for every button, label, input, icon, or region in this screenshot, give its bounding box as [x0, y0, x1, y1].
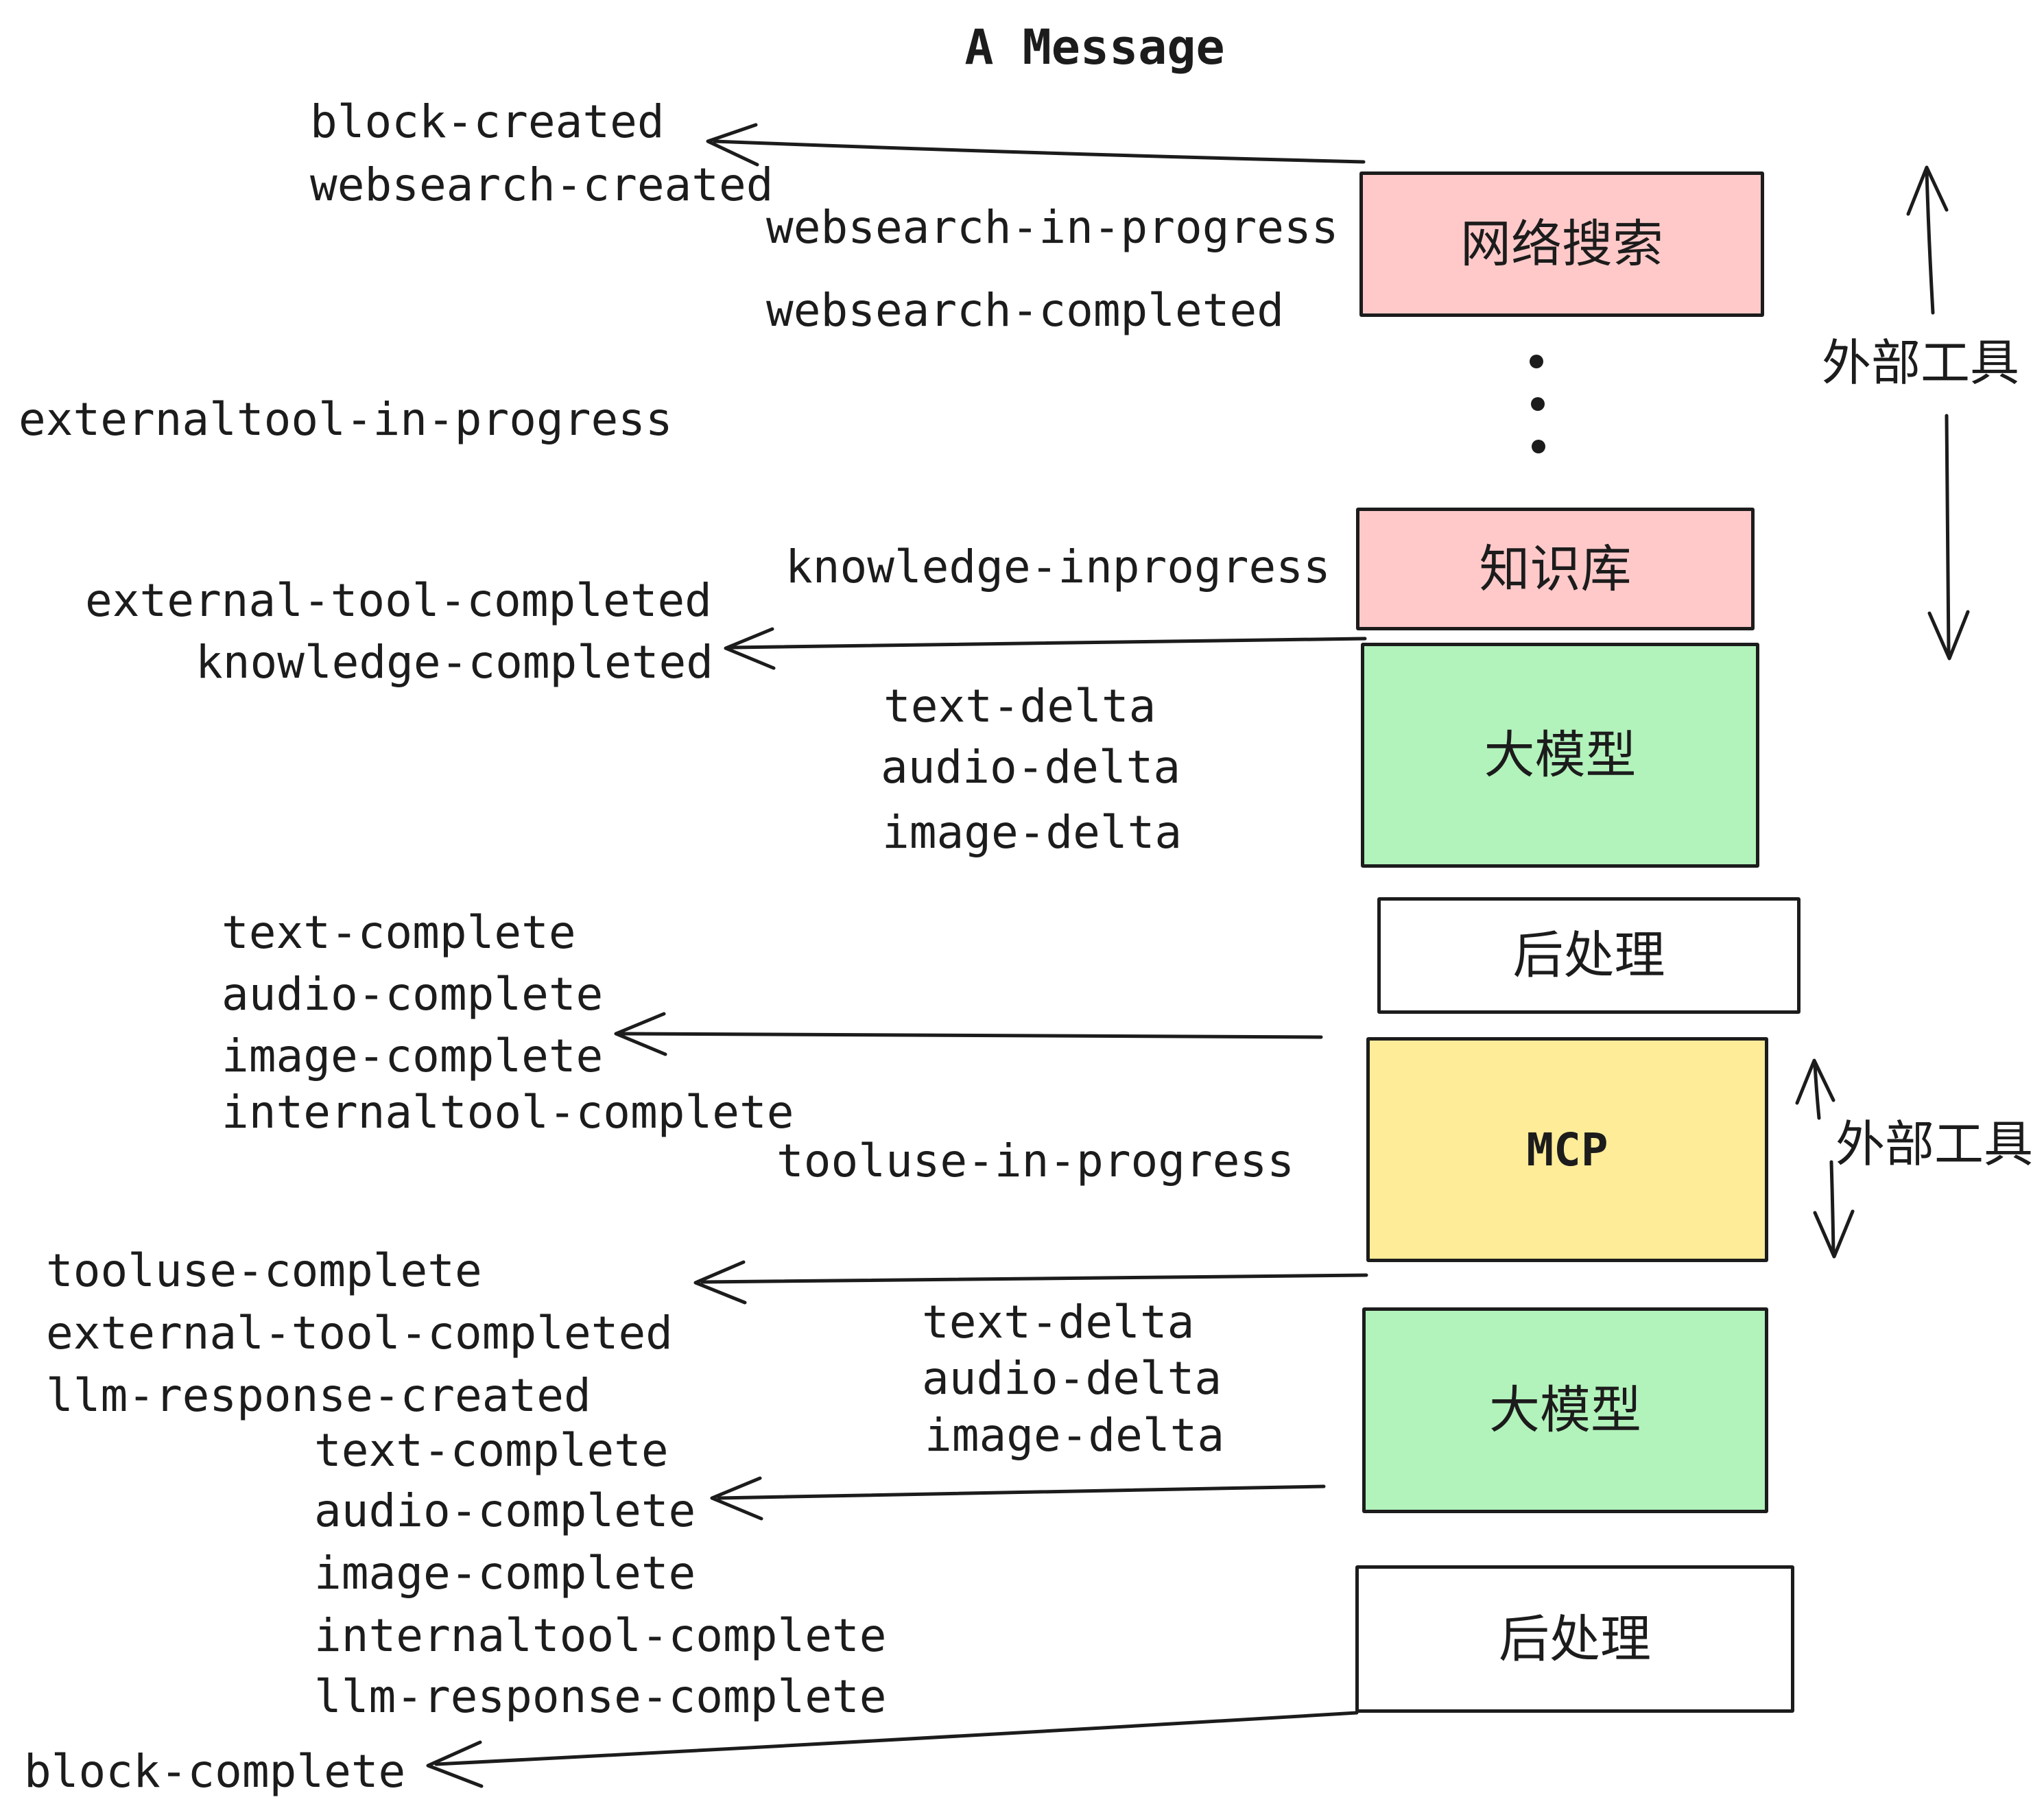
event-label-text-delta-2: text-delta [922, 1296, 1195, 1349]
event-label-knowledge-completed: knowledge-completed [195, 636, 713, 689]
box-mcp-label: MCP [1526, 1123, 1608, 1176]
box-llm-1: 大模型 [1361, 643, 1759, 868]
external-tools-span-arrow-mcp [1795, 1058, 1855, 1259]
box-knowledge: 知识库 [1356, 508, 1755, 630]
arrow-llm2-to-audio-complete [710, 1476, 1326, 1521]
box-websearch-label: 网络搜索 [1460, 215, 1663, 274]
event-label-llm-response-complete: llm-response-complete [314, 1670, 887, 1723]
arrow-post1-to-image-complete [614, 1012, 1323, 1056]
arrow-post2-to-block-complete [426, 1711, 1359, 1788]
event-label-text-complete-1: text-complete [222, 906, 576, 959]
event-label-text-complete-2: text-complete [314, 1424, 669, 1477]
event-label-audio-complete-2: audio-complete [314, 1484, 696, 1537]
ellipsis-dots [1530, 355, 1545, 453]
external-tools-span-arrow-top [1906, 165, 1970, 661]
arrow-llm-to-knowledge-completed [724, 627, 1367, 670]
box-postprocess-2-label: 后处理 [1499, 1609, 1651, 1669]
arrow-websearch-to-block-created [706, 123, 1366, 167]
event-label-internaltool-complete-1: internaltool-complete [222, 1086, 794, 1139]
box-postprocess-2: 后处理 [1355, 1565, 1794, 1713]
box-postprocess-1-label: 后处理 [1512, 926, 1665, 985]
event-label-block-created: block-created [310, 95, 665, 148]
event-label-image-delta-1: image-delta [882, 806, 1183, 859]
event-label-internaltool-complete-2: internaltool-complete [314, 1609, 887, 1662]
event-label-knowledge-inprogress: knowledge-inprogress [785, 541, 1331, 593]
event-label-websearch-in-progress: websearch-in-progress [766, 201, 1339, 254]
box-llm-1-label: 大模型 [1484, 726, 1637, 785]
event-label-audio-delta-2: audio-delta [922, 1352, 1222, 1405]
event-label-image-delta-2: image-delta [925, 1409, 1225, 1462]
event-label-externaltool-in-progress: externaltool-in-progress [19, 393, 673, 446]
event-label-image-complete-2: image-complete [314, 1547, 696, 1600]
event-label-tooluse-in-progress: tooluse-in-progress [776, 1135, 1294, 1187]
event-label-websearch-completed: websearch-completed [766, 284, 1284, 337]
diagram-title: A Message [964, 19, 1225, 75]
arrow-mcp-to-tooluse-complete [693, 1260, 1368, 1305]
event-label-llm-response-created: llm-response-created [46, 1369, 591, 1422]
event-label-audio-delta-1: audio-delta [881, 741, 1181, 794]
event-label-image-complete-1: image-complete [222, 1030, 604, 1082]
box-knowledge-label: 知识库 [1479, 539, 1632, 599]
box-mcp: MCP [1366, 1037, 1768, 1262]
event-label-text-delta-1: text-delta [883, 680, 1156, 733]
external-tools-label-top: 外部工具 [1822, 334, 2020, 392]
event-label-external-tool-completed: external-tool-completed [85, 574, 712, 627]
box-websearch: 网络搜索 [1359, 171, 1764, 317]
event-label-block-complete: block-complete [24, 1745, 406, 1798]
box-llm-2: 大模型 [1362, 1307, 1768, 1513]
event-label-tooluse-complete: tooluse-complete [46, 1244, 482, 1297]
box-postprocess-1: 后处理 [1377, 897, 1801, 1014]
event-label-websearch-created: websearch-created [310, 158, 774, 211]
event-label-external-tool-completed-2: external-tool-completed [46, 1307, 673, 1360]
external-tools-label-mcp: 外部工具 [1835, 1115, 2034, 1173]
event-label-audio-complete-1: audio-complete [222, 968, 604, 1021]
box-llm-2-label: 大模型 [1489, 1381, 1641, 1440]
